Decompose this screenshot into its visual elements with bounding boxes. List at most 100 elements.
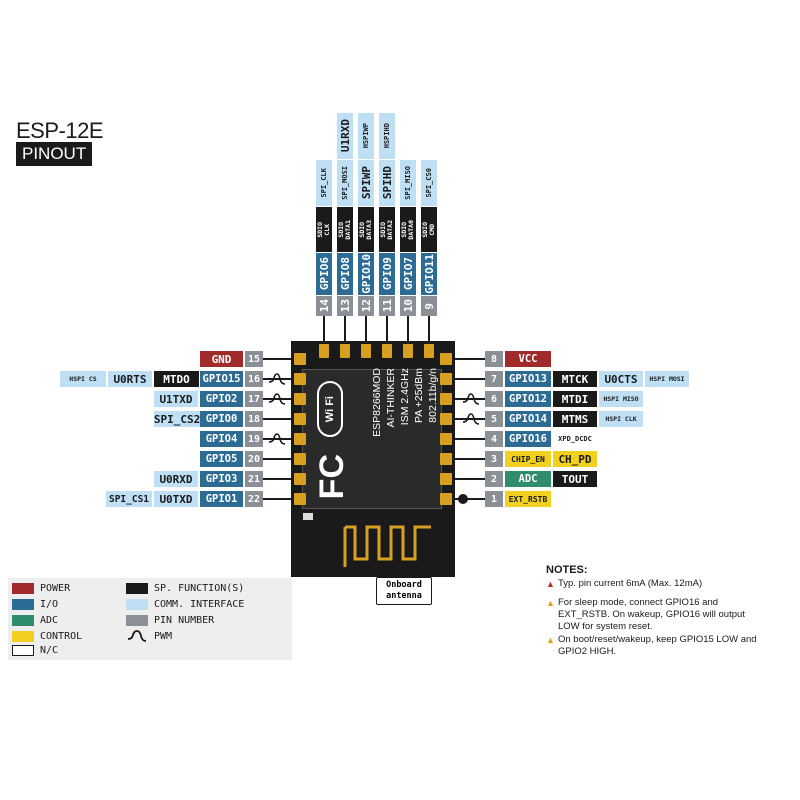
legend-label: PWM <box>154 630 173 642</box>
top-pad <box>403 344 413 358</box>
pin-number: 3 <box>485 451 503 467</box>
module-line: ESP8266MOD <box>371 368 383 437</box>
note-text: On boot/reset/wakeup, keep GPIO15 LOW an… <box>558 634 757 657</box>
pin-number: 13 <box>337 296 353 316</box>
comm-interface-2: SPI_CS1 <box>106 491 152 507</box>
pin-line <box>263 438 294 440</box>
pin-number: 7 <box>485 371 503 387</box>
note-item: ▲For sleep mode, connect GPIO16 and EXT_… <box>546 597 766 633</box>
left-pad <box>294 493 306 505</box>
spi-interface: SPI_MOSI <box>337 160 353 206</box>
antenna-trace-icon <box>343 525 431 567</box>
hspi-interface: HSPIHD <box>379 113 395 159</box>
antenna-pointer <box>401 568 403 578</box>
warning-icon: ▲ <box>546 635 555 645</box>
legend-label: I/O <box>40 598 59 610</box>
legend-item: PIN NUMBER <box>126 614 214 626</box>
antenna-label-line-1: Onboard <box>386 580 422 590</box>
special-function: MTDO <box>154 371 199 387</box>
pin-number: 9 <box>421 296 437 316</box>
special-function: MTMS <box>553 411 597 427</box>
special-function: TOUT <box>553 471 597 487</box>
legend-swatch <box>126 582 148 594</box>
sdio-function: SDIO CLK <box>316 207 332 252</box>
gpio-label: GPIO5 <box>200 451 243 467</box>
gpio-label: GPIO13 <box>505 371 551 387</box>
legend-item: POWER <box>12 582 70 594</box>
pin-line <box>344 316 346 344</box>
left-pad <box>294 413 306 425</box>
fcc-logo-icon: FC <box>312 449 351 505</box>
legend-swatch <box>12 614 34 626</box>
power-label: VCC <box>505 351 551 367</box>
left-pad <box>294 433 306 445</box>
pwm-icon <box>127 630 147 642</box>
legend-swatch <box>12 644 34 656</box>
legend-label: COMM. INTERFACE <box>154 598 245 610</box>
pin-number: 17 <box>245 391 263 407</box>
pin-number: 11 <box>379 296 395 316</box>
pin-line <box>452 358 485 360</box>
spi-interface: SPIHD <box>379 160 395 206</box>
comm-interface-2: HSPI CS <box>60 371 106 387</box>
warning-icon: ▲ <box>546 579 555 589</box>
gpio-label: GPIO3 <box>200 471 243 487</box>
pin-line <box>263 498 294 500</box>
legend-swatch <box>126 598 148 610</box>
pin-line <box>365 316 367 344</box>
control-label: EXT_RSTB <box>505 491 551 507</box>
pin-line <box>263 398 294 400</box>
comm-interface: U1TXD <box>154 391 198 407</box>
comm-interface-2: HSPI MOSI <box>645 371 689 387</box>
pin-line <box>452 438 485 440</box>
left-pad <box>294 453 306 465</box>
pin-number: 8 <box>485 351 503 367</box>
legend-item: I/O <box>12 598 58 610</box>
top-pad <box>319 344 329 358</box>
sdio-function: SDIO DATA3 <box>358 207 374 252</box>
comm-interface: SPI_CS2 <box>153 411 201 427</box>
legend-item: N/C <box>12 644 58 656</box>
reset-dot-icon <box>458 494 468 504</box>
module-line: ISM 2.4GHz <box>399 368 411 426</box>
gpio-label: GPIO4 <box>200 431 243 447</box>
sdio-function: SDIO DATA2 <box>379 207 395 252</box>
fcc-logo-text: FC <box>312 454 351 500</box>
gpio-label: GPIO0 <box>200 411 243 427</box>
gpio-label: GPIO11 <box>421 253 437 295</box>
top-pad <box>382 344 392 358</box>
sdio-function: SDIO CMD <box>421 207 437 252</box>
legend-label: N/C <box>40 644 59 656</box>
pin-number: 19 <box>245 431 263 447</box>
module-line: 802.11b/g/n <box>427 368 439 423</box>
pin-line <box>452 478 485 480</box>
legend-item: SP. FUNCTION(S) <box>126 582 244 594</box>
legend-swatch <box>126 614 148 626</box>
legend-item: PWM <box>126 630 172 642</box>
antenna-label: Onboard antenna <box>376 577 432 605</box>
gpio-label: GPIO6 <box>316 253 332 295</box>
gpio-label: GPIO14 <box>505 411 551 427</box>
module-line: AI-THINKER <box>385 368 397 428</box>
pin-number: 15 <box>245 351 263 367</box>
pin-number: 16 <box>245 371 263 387</box>
right-pad <box>440 393 452 405</box>
top-pad <box>340 344 350 358</box>
module-line: PA +25dBm <box>413 368 425 423</box>
pin-line <box>407 316 409 344</box>
gpio-label: GPIO2 <box>200 391 243 407</box>
special-function: MTCK <box>553 371 597 387</box>
gpio-label: GPIO8 <box>337 253 353 295</box>
pin-number: 14 <box>316 296 332 316</box>
pwm-icon <box>268 373 286 385</box>
gpio-label: GPIO1 <box>200 491 243 507</box>
pin-line <box>452 498 485 500</box>
comm-interface-2: HSPI MISO <box>599 391 643 407</box>
right-pad <box>440 433 452 445</box>
note-text: For sleep mode, connect GPIO16 and EXT_R… <box>558 597 745 632</box>
pin-line <box>386 316 388 344</box>
legend-label: PIN NUMBER <box>154 614 215 626</box>
pin-number: 21 <box>245 471 263 487</box>
sdio-function: SDIO DATA0 <box>400 207 416 252</box>
